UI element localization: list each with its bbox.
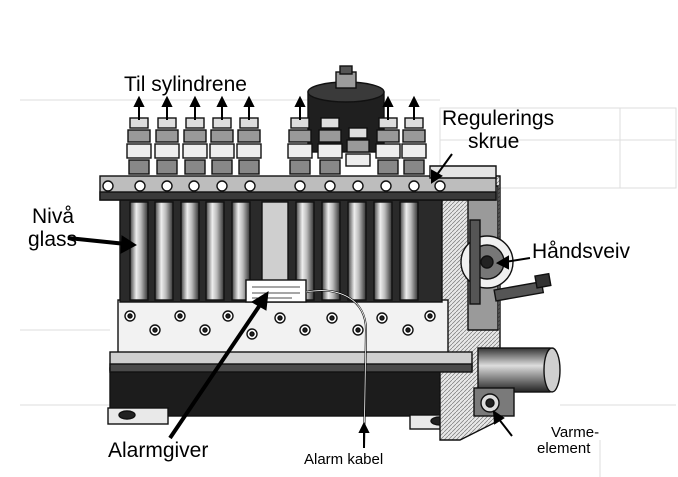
outlet-arrows-left: [135, 98, 253, 120]
label-regulerings-line2: skrue: [442, 131, 554, 154]
alarm-kabel-arrow: [360, 424, 368, 448]
label-varme-element: Varme- element: [537, 425, 599, 457]
label-varme-line1: Varme-: [537, 425, 599, 441]
label-alarmgiver: Alarmgiver: [108, 440, 208, 463]
outlet-fittings: [127, 118, 426, 174]
label-niva-line2: glass: [28, 229, 77, 252]
label-handsveiv: Håndsveiv: [532, 241, 630, 264]
pump-block: [118, 300, 448, 356]
alarm-plate: [246, 280, 306, 302]
label-niva-line1: Nivå: [32, 206, 77, 229]
heater-element: [478, 348, 550, 392]
label-varme-line2: element: [537, 441, 599, 457]
label-til-sylindrene: Til sylindrene: [124, 74, 247, 97]
label-regulerings-line1: Regulerings: [442, 108, 554, 131]
label-alarm-kabel: Alarm kabel: [304, 452, 383, 468]
label-regulerings-skrue: Regulerings skrue: [442, 108, 554, 153]
niva-glass-arrow: [68, 236, 136, 253]
label-niva-glass: Nivå glass: [32, 206, 77, 251]
